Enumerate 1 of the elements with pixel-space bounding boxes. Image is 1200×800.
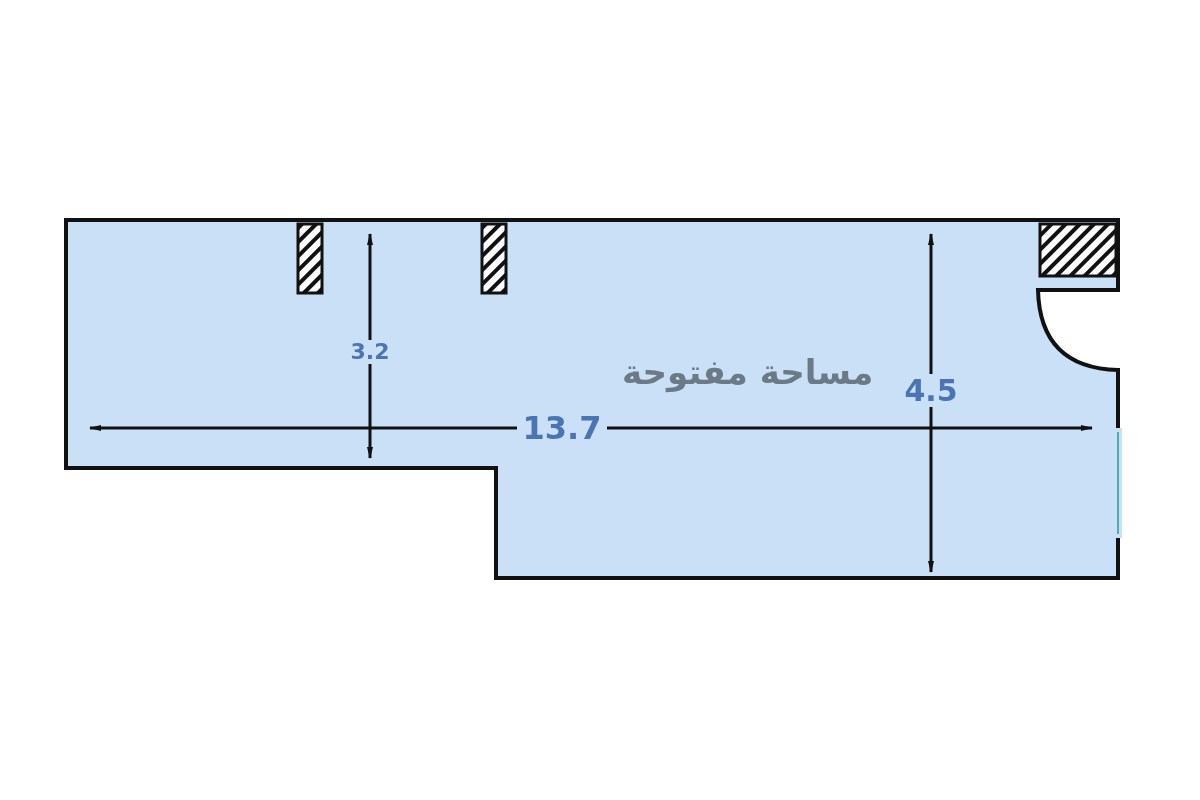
room-label: مساحة مفتوحة — [622, 352, 874, 392]
